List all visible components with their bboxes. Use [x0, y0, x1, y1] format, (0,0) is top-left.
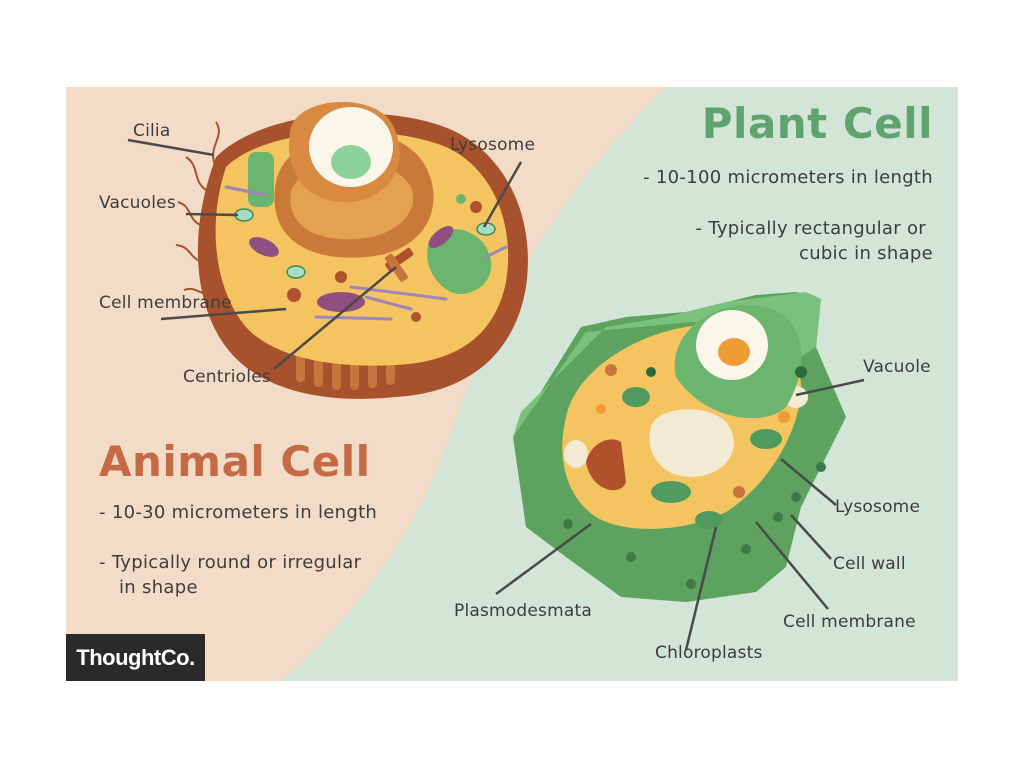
label-cell-membrane-animal: Cell membrane	[99, 293, 232, 313]
plant-desc-length: - 10-100 micrometers in length	[643, 167, 933, 188]
thoughtco-logo: ThoughtCo.	[66, 634, 205, 681]
label-plasmodesmata: Plasmodesmata	[454, 601, 592, 621]
animal-desc-shape-1: - Typically round or irregular	[99, 552, 362, 573]
label-centrioles: Centrioles	[183, 367, 271, 387]
plant-desc-shape-2: cubic in shape	[799, 243, 933, 264]
label-cell-membrane-plant: Cell membrane	[783, 612, 916, 632]
plant-cell-title: Plant Cell	[701, 99, 933, 148]
label-cilia: Cilia	[133, 121, 171, 141]
plant-cell-illustration	[495, 292, 865, 651]
label-lysosome-plant: Lysosome	[835, 497, 921, 517]
animal-cell-title: Animal Cell	[99, 437, 371, 486]
label-cell-wall: Cell wall	[833, 554, 906, 574]
label-lysosome-animal: Lysosome	[450, 135, 536, 155]
animal-desc-shape-2: in shape	[119, 577, 198, 598]
label-vacuole-plant: Vacuole	[863, 357, 931, 377]
label-vacuoles: Vacuoles	[99, 193, 176, 213]
animal-desc-length: - 10-30 micrometers in length	[99, 502, 378, 523]
plant-desc-shape-1: - Typically rectangular or	[695, 218, 926, 239]
label-chloroplasts: Chloroplasts	[655, 643, 763, 663]
diagram-artwork	[127, 87, 958, 681]
infographic-card: Cilia Vacuoles Cell membrane Centrioles …	[66, 87, 958, 681]
animal-cell-illustration	[127, 101, 528, 399]
